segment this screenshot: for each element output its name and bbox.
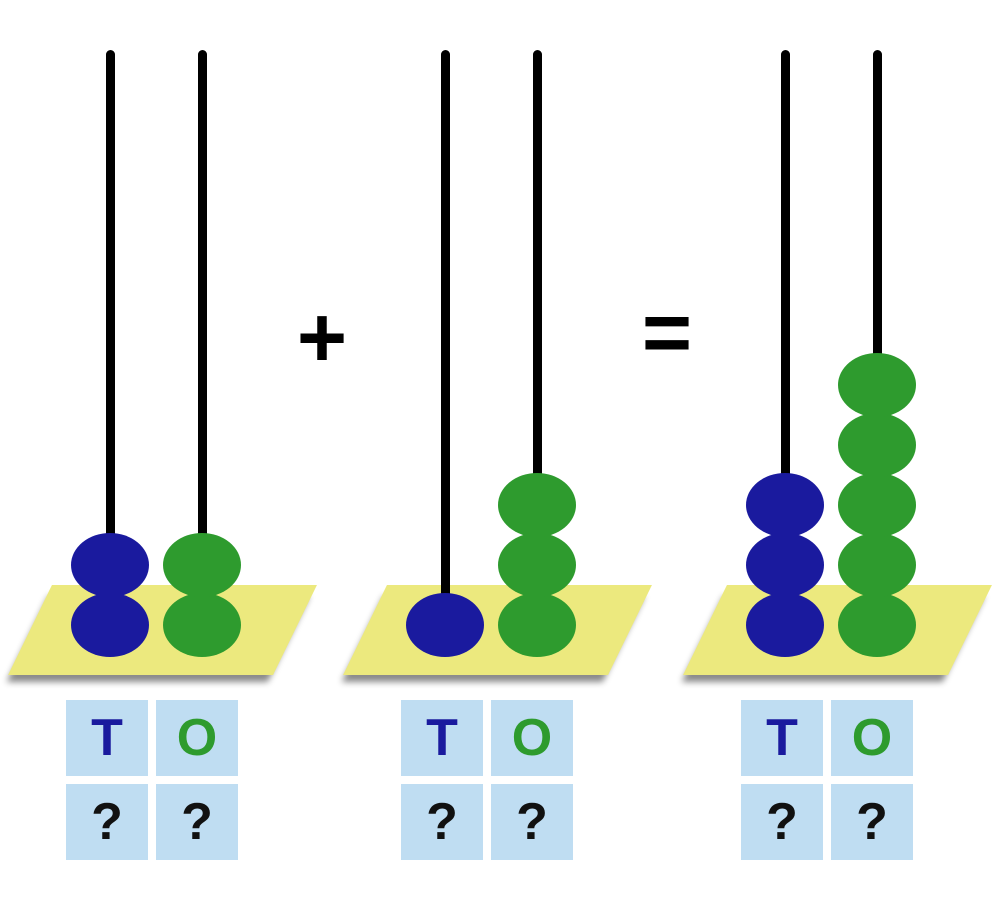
ones-bead <box>838 413 916 477</box>
ones-bead <box>498 473 576 537</box>
tens-answer-box: ? <box>66 784 148 860</box>
tens-bead <box>71 533 149 597</box>
sum-abacus: T O ? ? <box>683 40 995 870</box>
tens-bead <box>71 593 149 657</box>
ones-rod <box>532 50 542 630</box>
addend-2-abacus: T O ? ? <box>343 40 655 870</box>
tens-bead <box>406 593 484 657</box>
ones-bead <box>498 593 576 657</box>
equals-operator: = <box>641 284 693 381</box>
ones-bead <box>838 533 916 597</box>
place-value-label-grid: T O ? ? <box>66 700 238 860</box>
ones-bead <box>838 593 916 657</box>
ones-answer-box: ? <box>156 784 238 860</box>
ones-rod <box>197 50 207 630</box>
ones-label: O <box>831 700 913 776</box>
ones-bead <box>163 533 241 597</box>
ones-rod <box>872 50 882 630</box>
tens-rod <box>440 50 450 630</box>
place-value-label-grid: T O ? ? <box>401 700 573 860</box>
tens-answer-box: ? <box>741 784 823 860</box>
tens-bead <box>746 473 824 537</box>
ones-answer-box: ? <box>831 784 913 860</box>
ones-answer-box: ? <box>491 784 573 860</box>
tens-rod <box>105 50 115 630</box>
tens-label: T <box>741 700 823 776</box>
ones-bead <box>838 353 916 417</box>
tens-bead <box>746 593 824 657</box>
tens-label: T <box>66 700 148 776</box>
ones-bead <box>163 593 241 657</box>
addend-1-abacus: T O ? ? <box>8 40 320 870</box>
plus-operator: + <box>296 289 348 386</box>
tens-label: T <box>401 700 483 776</box>
ones-label: O <box>156 700 238 776</box>
tens-bead <box>746 533 824 597</box>
ones-label: O <box>491 700 573 776</box>
tens-rod <box>780 50 790 630</box>
tens-answer-box: ? <box>401 784 483 860</box>
place-value-label-grid: T O ? ? <box>741 700 913 860</box>
ones-bead <box>498 533 576 597</box>
ones-bead <box>838 473 916 537</box>
